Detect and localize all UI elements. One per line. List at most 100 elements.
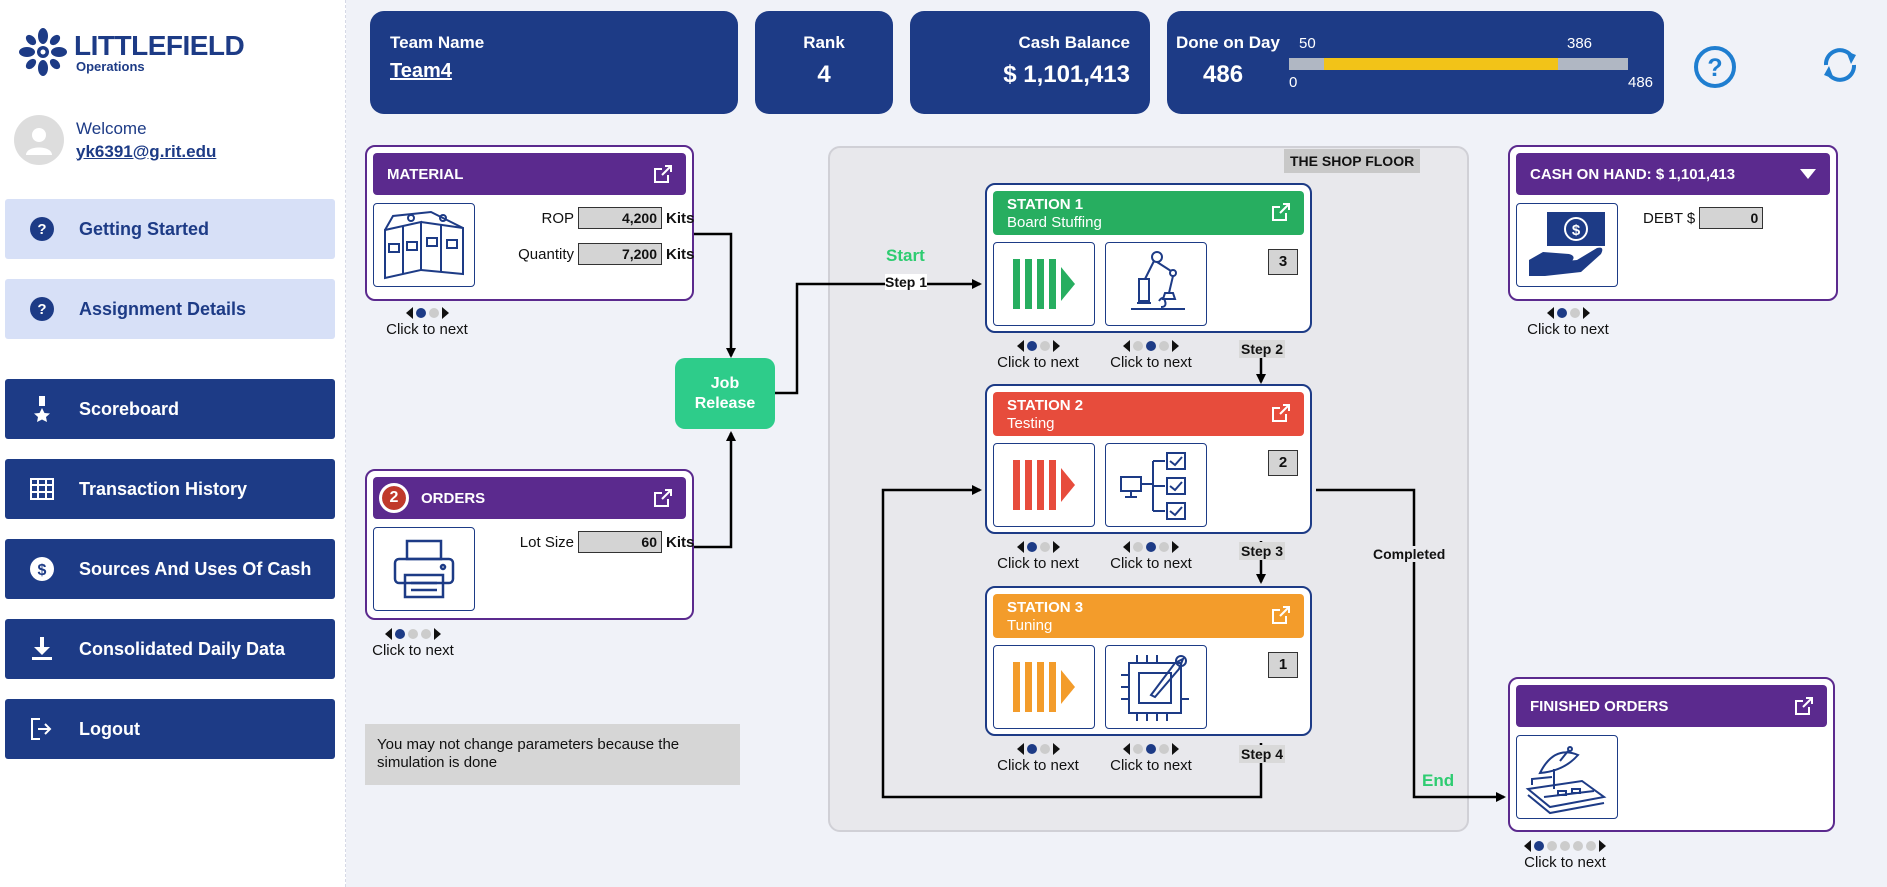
nav-transaction-history[interactable]: Transaction History xyxy=(5,459,335,519)
material-carousel[interactable]: Click to next xyxy=(380,305,474,338)
job-release-button[interactable]: Job Release xyxy=(675,358,775,429)
cash-image: $ xyxy=(1516,203,1618,287)
external-link-icon[interactable] xyxy=(652,487,674,509)
orders-title: ORDERS xyxy=(421,489,486,507)
orders-header: 2 ORDERS xyxy=(373,477,686,519)
simulation-done-notice: You may not change parameters because th… xyxy=(365,724,740,785)
download-icon xyxy=(29,636,55,662)
material-image xyxy=(373,203,475,287)
click-to-next-label: Click to next xyxy=(386,321,468,338)
nav-assignment-details[interactable]: ? Assignment Details xyxy=(5,279,335,339)
finished-orders-header: FINISHED ORDERS xyxy=(1516,685,1827,727)
external-link-icon[interactable] xyxy=(1270,402,1292,424)
lot-size-input[interactable]: 60 xyxy=(578,531,662,553)
material-title: MATERIAL xyxy=(387,165,464,183)
finished-orders-carousel[interactable]: Click to next xyxy=(1518,838,1612,871)
finished-orders-image xyxy=(1516,735,1618,819)
done-day-label: Done on Day xyxy=(1176,33,1280,52)
cash-balance-value: $ 1,101,413 xyxy=(1003,61,1130,88)
nav-getting-started[interactable]: ? Getting Started xyxy=(5,199,335,259)
station-1-queue-carousel[interactable]: Click to next xyxy=(993,338,1083,371)
click-to-next-label: Click to next xyxy=(1110,555,1192,572)
quantity-unit: Kits xyxy=(666,245,695,263)
station-title: STATION 3 xyxy=(1007,599,1084,616)
lot-size-field: Lot Size 60 Kits xyxy=(494,531,694,553)
external-link-icon[interactable] xyxy=(1270,604,1292,626)
progress-end-label: 386 xyxy=(1567,35,1593,52)
finished-orders-title: FINISHED ORDERS xyxy=(1530,697,1669,715)
carousel-dots xyxy=(1106,338,1196,354)
nav-label: Getting Started xyxy=(79,218,210,239)
nav-logout[interactable]: Logout xyxy=(5,699,335,759)
team-label: Team Name xyxy=(390,33,485,52)
testing-checklist-icon xyxy=(1120,452,1186,520)
help-icon[interactable]: ? xyxy=(1693,45,1737,89)
station-3-queue-carousel[interactable]: Click to next xyxy=(993,741,1083,774)
finished-orders-panel: FINISHED ORDERS xyxy=(1508,677,1835,832)
flow-start-label: Start xyxy=(886,246,925,265)
flow-step2-label: Step 2 xyxy=(1239,340,1286,358)
user-info: Welcome yk6391@g.rit.edu xyxy=(14,115,216,165)
rop-input[interactable]: 4,200 xyxy=(578,207,662,229)
carousel-dots xyxy=(1518,838,1612,854)
logo[interactable]: LITTLEFIELD Operations xyxy=(18,26,245,78)
printer-icon xyxy=(393,539,455,599)
station-3-machine-count[interactable]: 1 xyxy=(1268,652,1298,678)
carousel-dots xyxy=(1106,741,1196,757)
carousel-dots xyxy=(993,741,1083,757)
external-link-icon[interactable] xyxy=(1793,695,1815,717)
chip-tuning-icon xyxy=(1121,655,1189,721)
done-day-value: 486 xyxy=(1203,61,1244,88)
nav-consolidated-daily-data[interactable]: Consolidated Daily Data xyxy=(5,619,335,679)
lot-size-label: Lot Size xyxy=(519,533,574,551)
sidebar: LITTLEFIELD Operations Welcome yk6391@g.… xyxy=(0,0,346,887)
welcome-text: Welcome xyxy=(76,118,147,138)
station-2-panel: STATION 2 Testing 2 xyxy=(985,384,1312,534)
debt-label: DEBT $ xyxy=(1643,209,1696,227)
click-to-next-label: Click to next xyxy=(1110,354,1192,371)
help-circle-icon: ? xyxy=(29,216,55,242)
refresh-icon[interactable] xyxy=(1818,43,1862,87)
station-3-machine-carousel[interactable]: Click to next xyxy=(1106,741,1196,774)
flow-step3-label: Step 3 xyxy=(1239,542,1286,560)
debt-input[interactable]: 0 xyxy=(1699,207,1764,229)
littlefield-logo-icon xyxy=(19,28,67,76)
done-day-card: Done on Day 486 50 386 0 486 xyxy=(1167,11,1664,114)
station-2-machine-count[interactable]: 2 xyxy=(1268,450,1298,476)
station-2-queue-carousel[interactable]: Click to next xyxy=(993,539,1083,572)
nav-label: Assignment Details xyxy=(79,298,247,319)
cash-on-hand-header[interactable]: CASH ON HAND: $ 1,101,413 xyxy=(1516,153,1830,195)
station-1-machine-count[interactable]: 3 xyxy=(1268,249,1298,275)
orders-carousel[interactable]: Click to next xyxy=(368,626,458,659)
queue-bars-icon xyxy=(1013,259,1075,309)
cash-carousel[interactable]: Click to next xyxy=(1521,305,1615,338)
carousel-dots xyxy=(993,338,1083,354)
medal-icon xyxy=(29,396,55,422)
progress-start-label: 50 xyxy=(1299,35,1316,52)
queue-bars-icon xyxy=(1013,460,1075,510)
orders-badge: 2 xyxy=(379,483,409,513)
chevron-down-icon[interactable] xyxy=(1800,169,1816,179)
quantity-input[interactable]: 7,200 xyxy=(578,243,662,265)
team-name-link[interactable]: Team4 xyxy=(390,60,452,82)
logout-icon xyxy=(29,716,55,742)
click-to-next-label: Click to next xyxy=(997,354,1079,371)
station-2-machine-carousel[interactable]: Click to next xyxy=(1106,539,1196,572)
external-link-icon[interactable] xyxy=(1270,201,1292,223)
rank-card: Rank 4 xyxy=(755,11,893,114)
click-to-next-label: Click to next xyxy=(1110,757,1192,774)
flow-step4-label: Step 4 xyxy=(1239,745,1286,763)
table-icon xyxy=(29,476,55,502)
station-2-queue xyxy=(993,443,1095,527)
nav-scoreboard[interactable]: Scoreboard xyxy=(5,379,335,439)
external-link-icon[interactable] xyxy=(652,163,674,185)
station-2-machine xyxy=(1105,443,1207,527)
nav-sources-uses-cash[interactable]: $ Sources And Uses Of Cash xyxy=(5,539,335,599)
user-email-link[interactable]: yk6391@g.rit.edu xyxy=(76,141,217,161)
station-1-machine-carousel[interactable]: Click to next xyxy=(1106,338,1196,371)
quantity-label: Quantity xyxy=(518,245,574,263)
nav-label: Sources And Uses Of Cash xyxy=(79,558,312,579)
nav-label: Scoreboard xyxy=(79,398,180,419)
day-progress-bar xyxy=(1289,58,1628,70)
